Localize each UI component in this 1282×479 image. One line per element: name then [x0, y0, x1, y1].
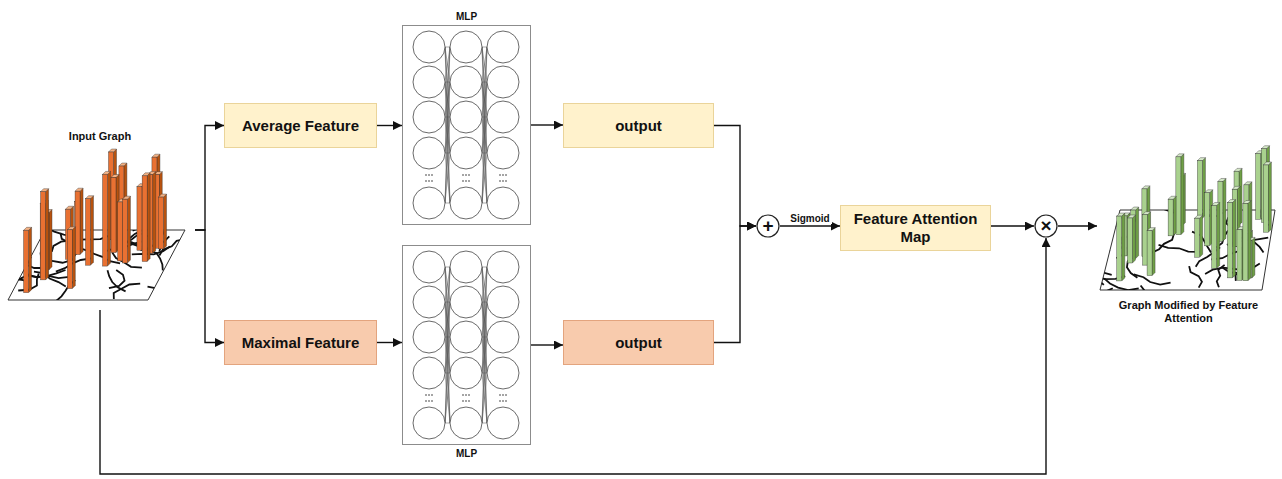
box-label: Maximal Feature: [242, 334, 360, 352]
feature-box: Average Feature: [224, 103, 377, 148]
mlp-block: MLP: [402, 245, 531, 445]
mlp-title: MLP: [402, 448, 531, 460]
connector-arrow: [714, 126, 756, 227]
input-graph: Input Graph: [5, 130, 195, 310]
connector-arrow: [991, 225, 1034, 226]
connector-arrow: [377, 342, 402, 343]
mlp-weights: [445, 267, 487, 423]
mlp-illustration: [402, 245, 531, 445]
output-box: output: [563, 103, 714, 148]
box-label: output: [615, 117, 662, 135]
box-label: Feature Attention Map: [849, 210, 982, 246]
connector-arrow: [531, 344, 563, 345]
connector-arrow: [780, 225, 840, 226]
sum-operator: +: [756, 214, 780, 238]
graph-illustration: [5, 130, 195, 310]
graph-caption: Graph Modified by Feature Attention: [1097, 299, 1280, 325]
connector-arrow: [377, 125, 402, 126]
output-graph: Graph Modified by Feature Attention: [1097, 135, 1280, 325]
output-box: output: [563, 320, 714, 365]
mlp-neurons: [413, 31, 519, 219]
connector-arrow: [1058, 225, 1097, 226]
multiply-operator: ×: [1034, 214, 1058, 238]
mlp-title: MLP: [402, 11, 531, 23]
feature-bars: [1117, 146, 1272, 281]
feature-bars: [24, 149, 167, 293]
connector-arrow: [100, 238, 1046, 474]
mlp-frame: [403, 246, 531, 445]
feature-box: Maximal Feature: [224, 320, 377, 365]
mlp-illustration: [402, 25, 531, 225]
edge-label: Sigmoid: [788, 213, 831, 224]
connector-arrow: [195, 126, 224, 231]
operator-symbol: ×: [1034, 214, 1058, 238]
connector-arrow: [714, 226, 756, 343]
crack-texture: [1097, 199, 1280, 310]
connector-arrow: [195, 230, 224, 343]
connector-arrow: [531, 124, 563, 125]
mlp-neurons: [413, 251, 519, 439]
operator-symbol: +: [756, 214, 780, 238]
box-label: output: [615, 334, 662, 352]
box-label: Average Feature: [242, 117, 359, 135]
graph-illustration: [1097, 135, 1280, 325]
attention-map-box: Feature Attention Map: [840, 205, 991, 251]
mlp-block: MLP: [402, 25, 531, 225]
mlp-frame: [403, 26, 531, 225]
mlp-weights: [445, 47, 487, 203]
graph-caption: Input Graph: [5, 130, 195, 143]
